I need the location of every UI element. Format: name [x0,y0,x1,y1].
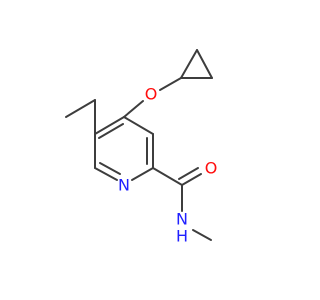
atom-n-ring: N [118,176,130,195]
bond-o-cyclopropyl [159,77,182,91]
molecule-diagram: O O N N H [65,49,218,246]
bond-c-o-double-1 [181,173,202,186]
atom-n-amide: N [176,210,188,229]
bond-c-o-double-2 [178,167,199,180]
bond-n-c6 [94,167,118,181]
bond-c2-carbonyl [152,167,183,186]
atom-h-amide: H [176,227,188,246]
bond-c4-c5-inner [98,123,124,139]
bond-c2-n [131,167,154,181]
atom-o-carbonyl: O [205,159,218,178]
bond-cyclopropyl-1 [180,49,198,79]
bond-n-methyl [192,229,212,241]
bond-c4-c5 [94,116,125,135]
bond-c4-o [123,100,144,118]
structure-svg: O O N N H [65,49,218,246]
bond-cyclopropyl-2 [196,49,213,79]
bond-n-c6-inner [99,162,121,175]
atom-o-ether: O [145,85,158,104]
bond-c4-c3 [123,116,154,135]
bond-ethyl-ch3 [65,99,96,118]
